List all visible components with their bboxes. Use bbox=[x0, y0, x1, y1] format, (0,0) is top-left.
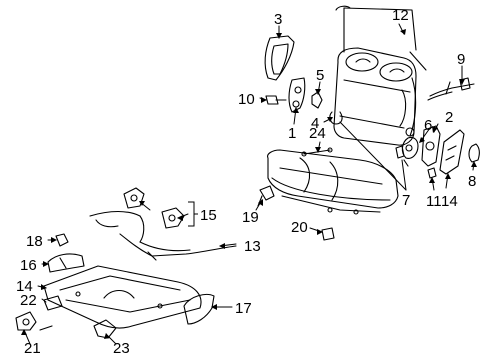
part-3-trim-cover bbox=[264, 35, 295, 81]
callout-labels: 3 12 9 5 10 4 1 2 6 24 8 7 11 14 19 15 2… bbox=[16, 7, 476, 357]
callout-3: 3 bbox=[274, 11, 282, 28]
callout-17: 17 bbox=[235, 300, 252, 317]
seat-cushion bbox=[267, 149, 399, 215]
seat-back-hinge bbox=[288, 77, 306, 113]
callout-4: 4 bbox=[311, 115, 319, 132]
part-11-clip bbox=[427, 167, 437, 179]
callout-13: 13 bbox=[244, 238, 261, 255]
leader-lines bbox=[23, 23, 475, 345]
callout-21: 21 bbox=[24, 340, 41, 357]
callout-24: 24 bbox=[309, 125, 326, 142]
part-5-clip bbox=[311, 91, 323, 109]
callout-23: 23 bbox=[113, 340, 130, 357]
part-23-bracket bbox=[93, 319, 117, 339]
callout-8: 8 bbox=[468, 173, 476, 190]
part-14-side-trim bbox=[439, 129, 465, 175]
callout-7: 7 bbox=[402, 192, 410, 209]
part-15-cable-assembly bbox=[89, 187, 191, 252]
callout-9: 9 bbox=[457, 51, 465, 68]
part-21-latch bbox=[15, 311, 53, 331]
part-14-seat-pan bbox=[43, 265, 202, 329]
part-8-knob bbox=[468, 143, 480, 163]
seat-back bbox=[333, 47, 417, 146]
part-20-clip bbox=[321, 227, 335, 241]
callout-10: 10 bbox=[238, 91, 255, 108]
callout-16: 16 bbox=[20, 257, 37, 274]
part-10-bolt bbox=[265, 95, 287, 105]
callout-15: 15 bbox=[200, 207, 217, 224]
callout-11: 11 bbox=[426, 193, 442, 210]
part-9-latch-cable bbox=[427, 77, 475, 101]
callout-22: 22 bbox=[20, 292, 37, 309]
callout-18: 18 bbox=[26, 233, 43, 250]
callout-15-bracket bbox=[188, 201, 198, 227]
part-6-hinge bbox=[401, 136, 419, 167]
callout-6: 6 bbox=[424, 117, 432, 134]
part-16-bracket bbox=[47, 253, 85, 273]
callout-14-lower: 14 bbox=[16, 278, 33, 295]
callout-12: 12 bbox=[392, 7, 409, 24]
part-22-bracket bbox=[43, 295, 63, 311]
part-17-cover bbox=[183, 293, 215, 325]
callout-19: 19 bbox=[242, 209, 259, 226]
callout-20: 20 bbox=[291, 219, 308, 236]
callout-14-upper: 14 bbox=[441, 193, 458, 210]
callout-2: 2 bbox=[445, 109, 453, 126]
callout-1: 1 bbox=[288, 125, 296, 142]
part-4-hook bbox=[329, 111, 343, 125]
part-12-headrest-rod bbox=[335, 5, 427, 71]
part-18-fastener bbox=[55, 233, 69, 247]
part-2-recliner bbox=[421, 125, 441, 167]
leader-arrowheads bbox=[21, 29, 477, 339]
callout-5: 5 bbox=[316, 67, 324, 84]
part-19-bracket bbox=[257, 185, 275, 207]
part-13-cable bbox=[119, 233, 237, 261]
part-7-clip bbox=[395, 145, 405, 159]
